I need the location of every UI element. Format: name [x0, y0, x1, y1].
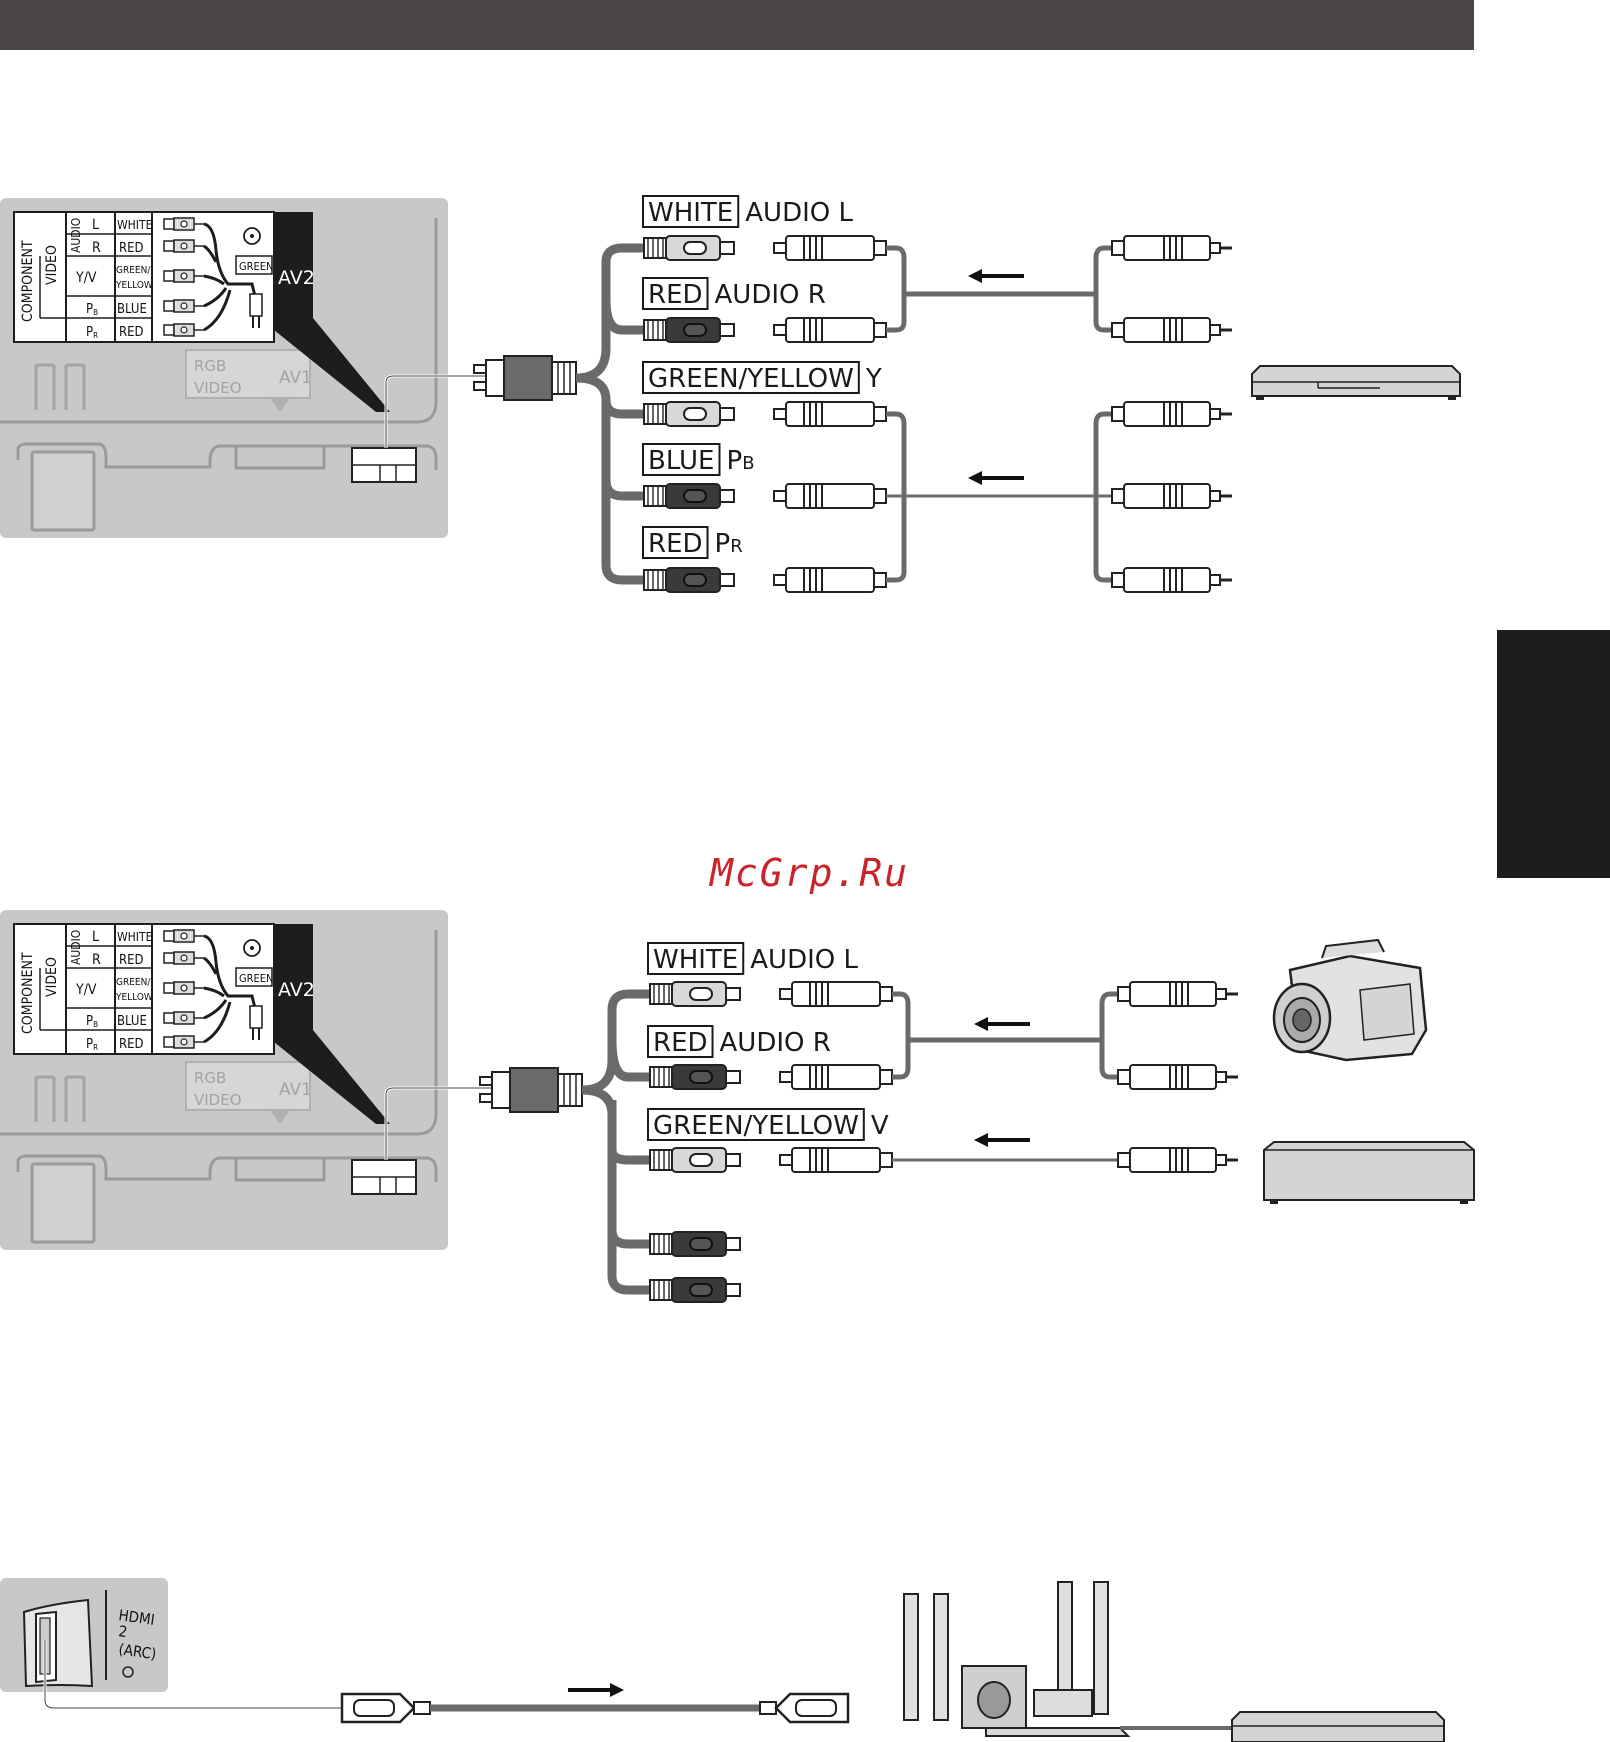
row-color-white: WHITE [117, 218, 153, 232]
component-color-box-2: GREEN/YELLOW [648, 364, 854, 394]
component-label: COMPONENT [20, 240, 36, 322]
composite-diagram [480, 940, 1474, 1302]
row-color-red: RED [119, 241, 144, 256]
home-theater-icon [904, 1582, 1444, 1742]
row-color-red2: RED [119, 325, 144, 340]
row-color-blue: BLUE [117, 302, 147, 317]
video-in-label: VIDEO [194, 379, 242, 397]
composite-color-box-2: GREEN/YELLOW [653, 1111, 859, 1141]
dvd-player-icon [1252, 366, 1460, 400]
set-top-box-icon [1264, 1142, 1474, 1204]
component-label-2: GREEN/YELLOW Y [643, 362, 882, 394]
component-signal-4: PR [715, 529, 743, 559]
component-label-4: RED PR [643, 527, 743, 559]
component-signal-2: Y [865, 364, 882, 394]
rgb-label: RGB [194, 357, 226, 375]
camcorder-icon [1274, 940, 1426, 1060]
component-signal-0: AUDIO L [745, 198, 853, 228]
component-color-box-4: RED [648, 529, 703, 559]
component-signal-sub-4: R [730, 536, 743, 557]
row-id-L: L [92, 217, 99, 233]
watermark: McGrp.Ru [708, 851, 909, 895]
composite-signal-2: V [871, 1111, 889, 1141]
composite-label-1: RED AUDIO R [648, 1026, 831, 1058]
side-tab [1497, 630, 1610, 878]
av2-label: AV2 [278, 267, 315, 289]
composite-color-box-0: WHITE [653, 945, 738, 975]
composite-signal-1: AUDIO R [720, 1028, 831, 1058]
component-color-box-0: WHITE [648, 198, 733, 228]
hdmi-diagram: HDMI 2 (ARC) [0, 1578, 1444, 1742]
row-id-R: R [92, 240, 101, 256]
composite-color-box-1: RED [653, 1028, 708, 1058]
component-label-1: RED AUDIO R [643, 278, 826, 310]
header-bar [0, 0, 1474, 50]
component-label-0: WHITE AUDIO L [643, 196, 853, 228]
green-jack-label: GREEN [239, 260, 273, 273]
row-color-yellow: YELLOW [115, 280, 153, 291]
component-diagram [474, 236, 1460, 592]
component-signal-sub-3: B [742, 453, 754, 474]
component-color-box-1: RED [648, 280, 703, 310]
component-label-3: BLUE PB [643, 444, 755, 476]
av1-label: AV1 [279, 368, 312, 388]
component-signal-3: PB [727, 446, 755, 476]
component-color-box-3: BLUE [648, 446, 715, 476]
component-signal-1: AUDIO R [715, 280, 826, 310]
composite-label-2: GREEN/YELLOW V [648, 1109, 889, 1141]
row-color-green: GREEN/ [116, 265, 151, 276]
row-id-Y: Y/V [75, 270, 97, 286]
composite-label-0: WHITE AUDIO L [648, 943, 858, 975]
composite-signal-0: AUDIO L [750, 945, 858, 975]
audio-label: AUDIO [69, 218, 83, 253]
video-label: VIDEO [44, 245, 60, 285]
